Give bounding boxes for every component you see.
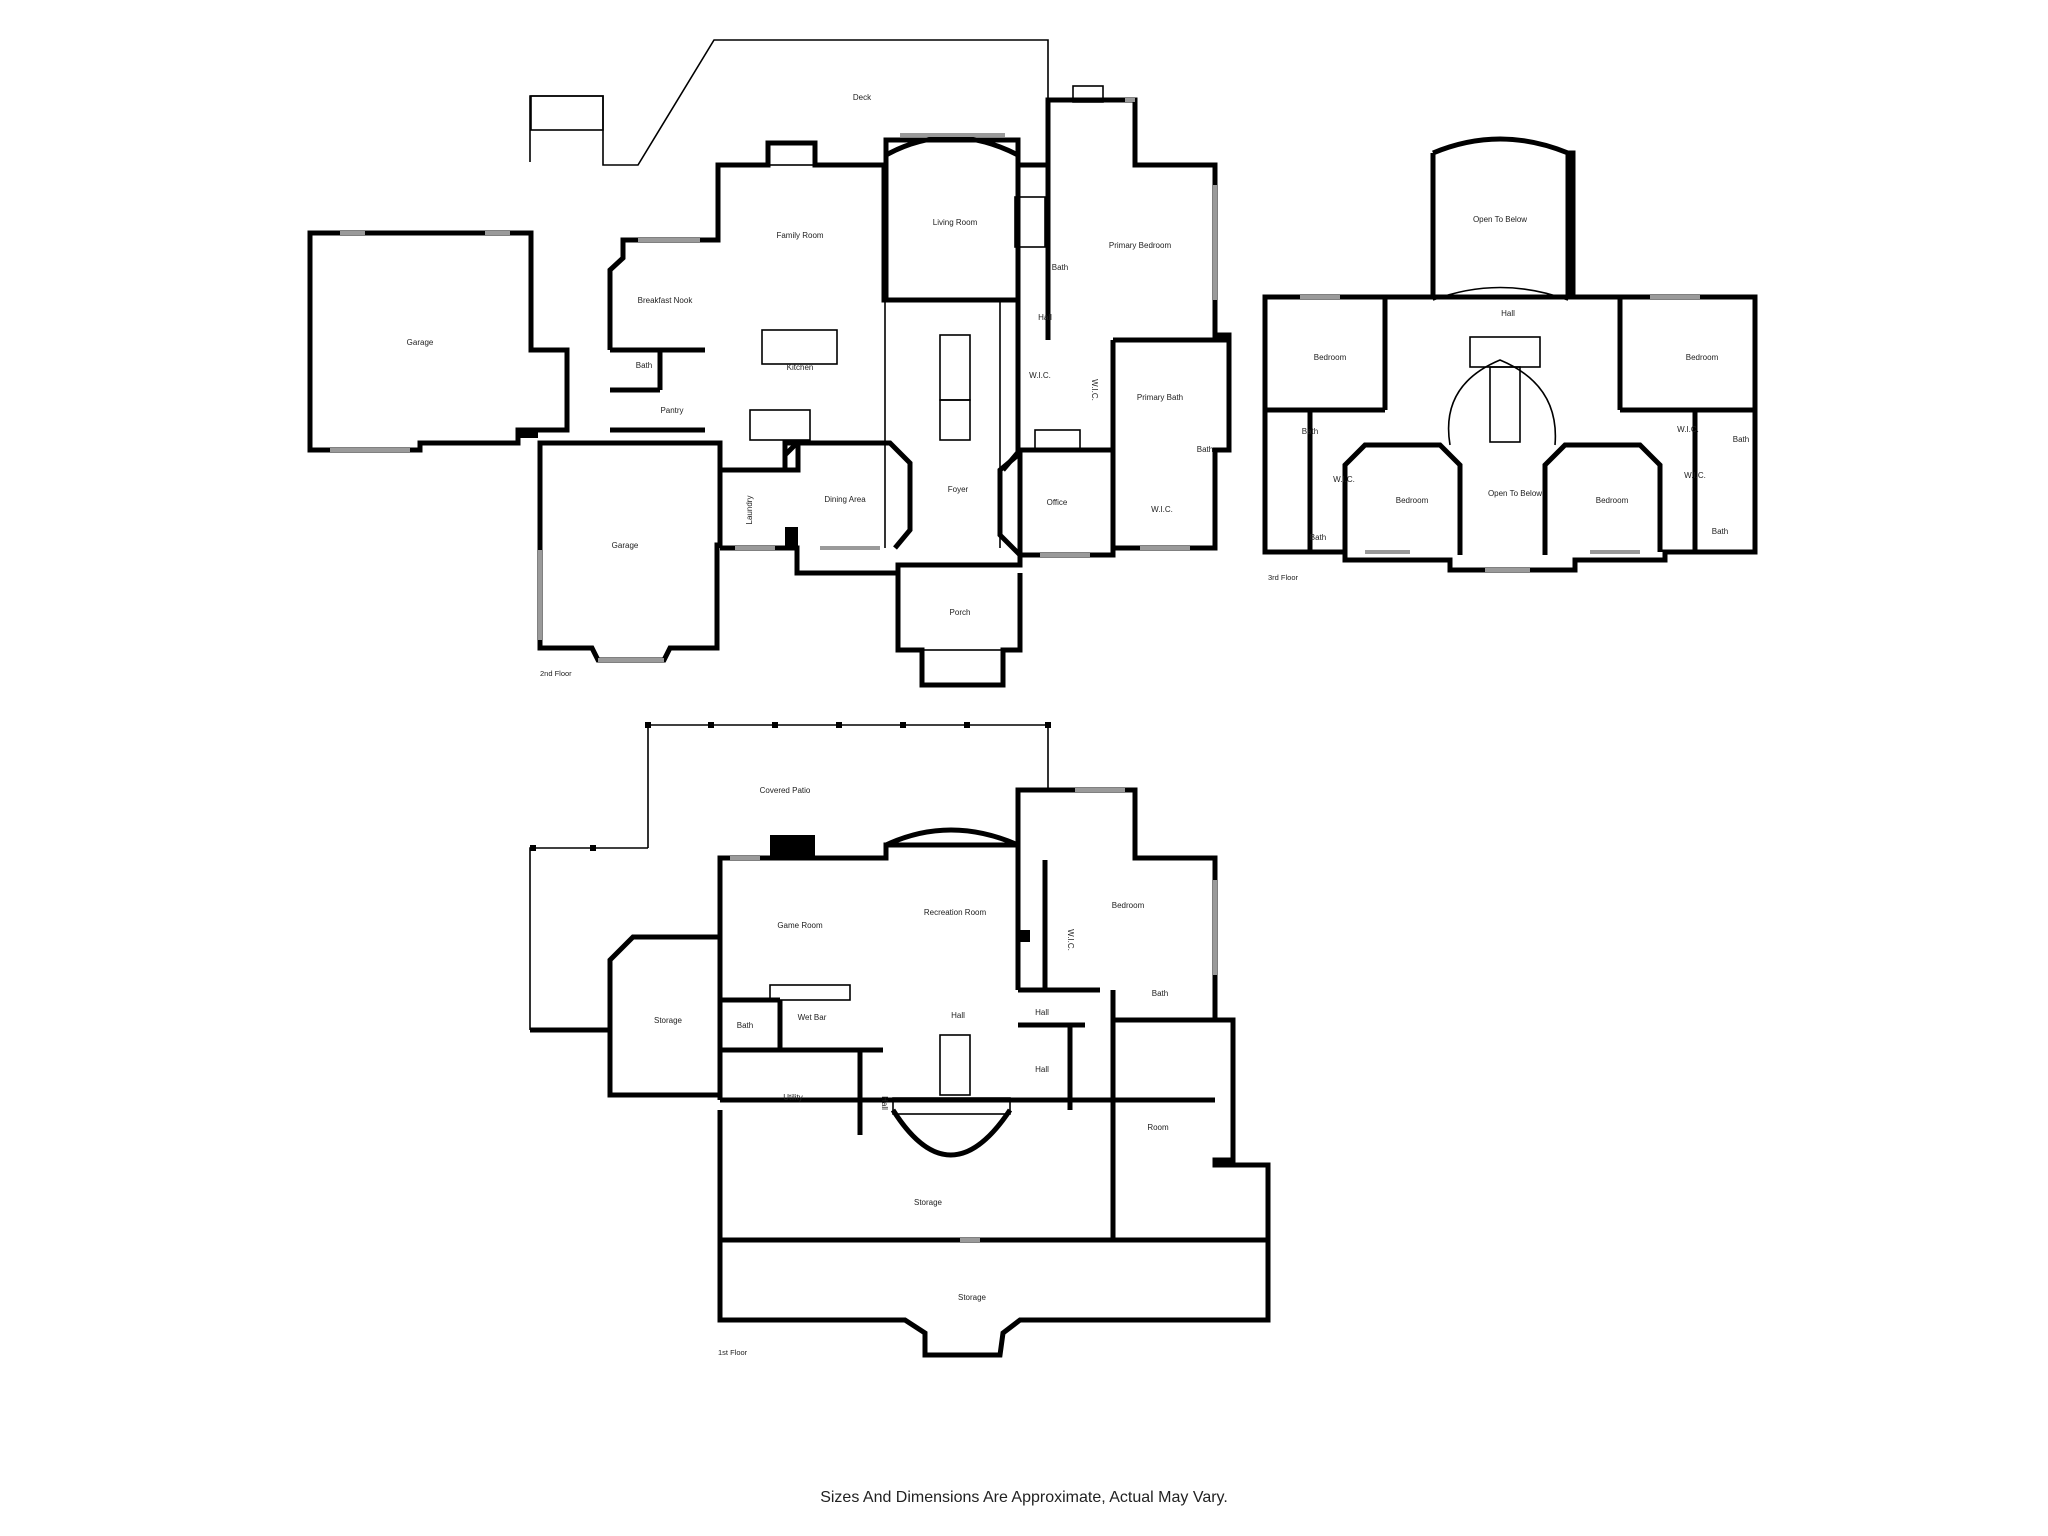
room-label: W.I.C. xyxy=(1684,471,1706,480)
room-label: Storage xyxy=(654,1016,683,1025)
patio-posts xyxy=(530,722,1051,851)
room-label: Wet Bar xyxy=(798,1013,827,1022)
deck-outline xyxy=(529,39,1049,166)
deck-stair xyxy=(530,95,604,131)
room-label: W.I.C. xyxy=(1066,929,1075,951)
room-label: Storage xyxy=(914,1198,943,1207)
floor-label: 3rd Floor xyxy=(1268,573,1299,582)
third-floor-outer-wall xyxy=(1262,150,1758,573)
room-label: Bedroom xyxy=(1596,496,1629,505)
fireplace xyxy=(1014,196,1046,248)
disclaimer-text: Sizes And Dimensions Are Approximate, Ac… xyxy=(820,1489,1228,1506)
floor-label: 2nd Floor xyxy=(540,669,572,678)
room-label: W.I.C. xyxy=(1090,379,1099,401)
room-label: Hall xyxy=(1501,309,1515,318)
stair xyxy=(939,334,971,401)
room-label: Hall xyxy=(880,1096,889,1110)
hall-curve xyxy=(1432,286,1569,301)
room-label: Primary Bedroom xyxy=(1109,241,1172,250)
room-label: Porch xyxy=(950,608,971,617)
recreation-room-bay xyxy=(884,827,1020,848)
room-label: Bath xyxy=(1310,533,1326,542)
room-label: Hall xyxy=(1035,1065,1049,1074)
room-label: Dining Area xyxy=(824,495,866,504)
room-label: Bath xyxy=(1052,263,1068,272)
house-second-wall xyxy=(607,97,1232,576)
bedroom-bump xyxy=(1342,442,1463,555)
room-label: Garage xyxy=(407,338,434,347)
room-label: W.I.C. xyxy=(1333,475,1355,484)
porch-wall xyxy=(895,573,1023,688)
third-floor-plan xyxy=(1262,136,1758,573)
room-label: Pantry xyxy=(660,406,683,415)
room-label: Room xyxy=(1147,1123,1169,1132)
open-to-below-bay xyxy=(1432,136,1569,156)
room-label: Bedroom xyxy=(1314,353,1347,362)
living-room-bay xyxy=(884,135,1020,158)
room-label: Bedroom xyxy=(1396,496,1429,505)
room-label: Foyer xyxy=(948,485,969,494)
room-label: Office xyxy=(1047,498,1068,507)
room-label: Bath xyxy=(636,361,652,370)
room-label: Garage xyxy=(612,541,639,550)
second-floor-plan xyxy=(307,39,1232,688)
porch-steps xyxy=(921,649,1004,686)
room-label: Open To Below xyxy=(1488,489,1542,498)
room-label: Breakfast Nook xyxy=(638,296,694,305)
room-label: Family Room xyxy=(776,231,823,240)
room-label: Bedroom xyxy=(1112,901,1145,910)
garage-left-wall xyxy=(307,230,570,453)
room-labels: Deck Garage Garage Breakfast Nook Family… xyxy=(407,93,1750,1357)
room-label: Bath xyxy=(1197,445,1213,454)
room-label: Living Room xyxy=(933,218,978,227)
room-label: Bath xyxy=(1302,427,1318,436)
room-label: Laundry xyxy=(745,496,754,525)
first-floor-plan xyxy=(529,722,1271,1358)
dining-bay-wall xyxy=(782,440,913,550)
room-label: Bedroom xyxy=(1686,353,1719,362)
garage-right-wall xyxy=(537,440,723,663)
fireplace xyxy=(770,835,815,857)
room-label: Game Room xyxy=(777,921,823,930)
room-label: W.I.C. xyxy=(1151,505,1173,514)
covered-patio-outline xyxy=(647,724,1049,848)
fireplace xyxy=(1034,429,1081,451)
room-label: Recreation Room xyxy=(924,908,987,917)
open-to-below-curve xyxy=(1447,359,1557,446)
stair xyxy=(939,1034,971,1096)
room-label: Bath xyxy=(737,1021,753,1030)
column xyxy=(520,428,538,438)
column xyxy=(1018,930,1030,942)
room-label: Kitchen xyxy=(787,363,814,372)
room-label: Utility xyxy=(783,1093,803,1102)
room-label: Bath xyxy=(1733,435,1749,444)
room-label: W.I.C. xyxy=(1677,425,1699,434)
floor-label: 1st Floor xyxy=(718,1348,748,1357)
room-label: Primary Bath xyxy=(1137,393,1183,402)
room-label: Deck xyxy=(853,93,872,102)
stair xyxy=(749,409,811,441)
stair-curve xyxy=(890,1108,1013,1158)
room-label: Bath xyxy=(1152,989,1168,998)
wet-bar-counter xyxy=(769,984,851,1001)
kitchen-island xyxy=(761,329,838,365)
fireplace xyxy=(767,142,816,166)
office-wall xyxy=(1001,448,1022,472)
room-label: W.I.C. xyxy=(1029,371,1051,380)
room-label: Open To Below xyxy=(1473,215,1527,224)
column xyxy=(785,527,798,548)
room-label: Hall xyxy=(951,1011,965,1020)
house-first-wall xyxy=(717,787,1271,1358)
room-label: Covered Patio xyxy=(760,786,811,795)
room-label: Hall xyxy=(1038,313,1052,322)
room-label: Hall xyxy=(1035,1008,1049,1017)
room-label: Bath xyxy=(1712,527,1728,536)
bedroom-bump xyxy=(1542,442,1663,555)
stair xyxy=(1489,366,1521,443)
stair xyxy=(892,1097,1011,1115)
stair xyxy=(939,399,971,441)
room-label: Storage xyxy=(958,1293,987,1302)
fireplace xyxy=(1072,85,1104,103)
